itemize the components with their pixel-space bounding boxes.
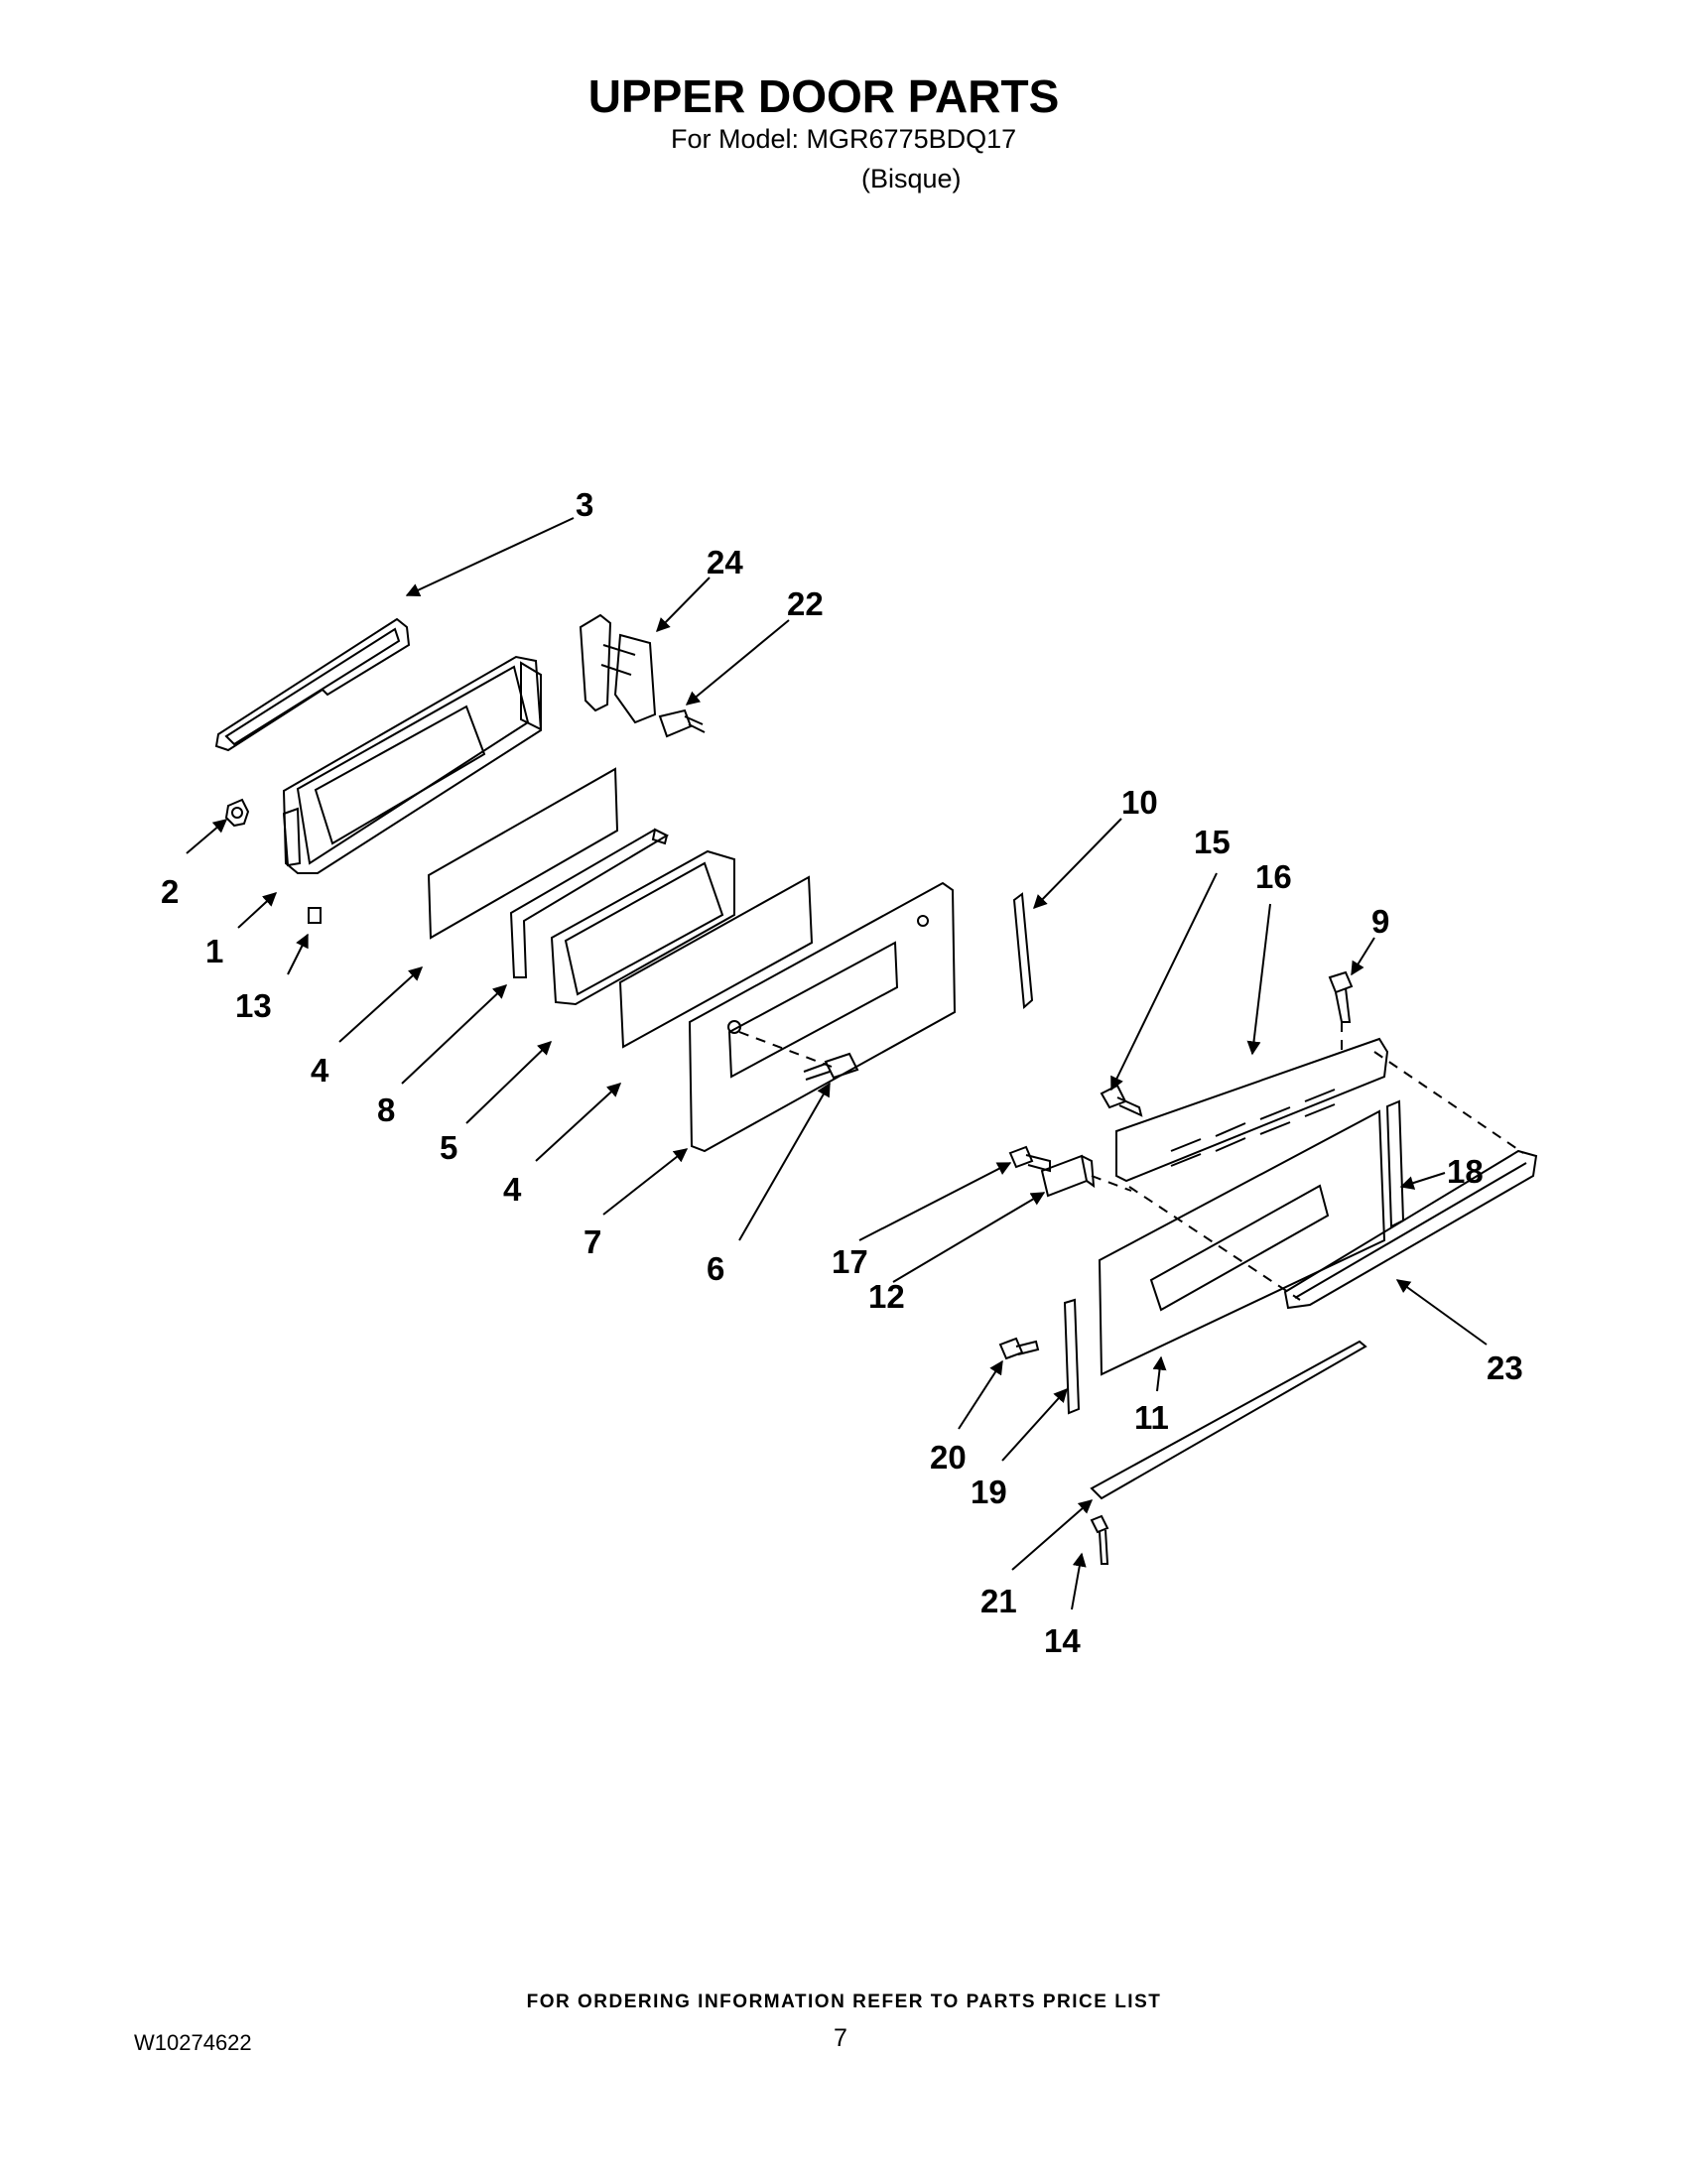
part-11-outer-door-panel: [1098, 1109, 1386, 1376]
part-19-side-strip: [1063, 1298, 1081, 1415]
callout-9: 9: [1371, 903, 1389, 940]
part-3-gasket: [214, 617, 411, 752]
callout-numbers: 3 24 22 2 1 13 4 8 5 4 7 6 10 15 16 9 18…: [161, 486, 1523, 1659]
part-1-inner-door-frame: [282, 655, 543, 874]
callout-17: 17: [832, 1243, 868, 1280]
part-15-screw: [1100, 1084, 1143, 1117]
part-22-screw: [658, 708, 706, 738]
part-6-screw: [803, 1052, 859, 1081]
part-23-handle: [1283, 1149, 1538, 1310]
callout-12: 12: [868, 1278, 905, 1315]
callout-18: 18: [1447, 1153, 1484, 1190]
callout-24: 24: [707, 544, 743, 580]
part-4-glass-upper: [427, 767, 619, 940]
part-20-screw: [998, 1337, 1040, 1360]
callout-22: 22: [787, 585, 824, 622]
ordering-note: FOR ORDERING INFORMATION REFER TO PARTS …: [526, 1991, 1162, 2012]
part-2-bumper: [224, 798, 250, 828]
leader-arrows: [186, 517, 1488, 1610]
callout-19: 19: [971, 1474, 1007, 1510]
callout-3: 3: [576, 486, 593, 523]
part-9-screw: [1328, 970, 1354, 1023]
callout-2: 2: [161, 873, 179, 910]
part-14-screw: [1090, 1514, 1109, 1565]
page-title: UPPER DOOR PARTS: [587, 70, 1060, 122]
part-16-vent-rail: [1115, 1037, 1389, 1183]
callout-1: 1: [205, 933, 223, 969]
part-24-hinge: [579, 613, 657, 724]
callout-16: 16: [1255, 858, 1292, 895]
part-21-bottom-trim: [1090, 1340, 1367, 1500]
callout-11: 11: [1134, 1399, 1169, 1436]
callout-20: 20: [930, 1439, 967, 1476]
callout-8: 8: [377, 1092, 395, 1128]
callout-6: 6: [707, 1250, 724, 1287]
callout-15: 15: [1194, 824, 1231, 860]
part-17-screw: [1008, 1145, 1051, 1173]
color-line: (Bisque): [861, 164, 962, 193]
callout-7: 7: [584, 1223, 601, 1260]
callout-23: 23: [1487, 1349, 1523, 1386]
part-10-side-trim: [1012, 892, 1034, 1010]
part-8-spacer: [509, 828, 670, 978]
part-12-bracket: [1040, 1154, 1096, 1198]
callout-4b: 4: [503, 1171, 522, 1208]
model-line: For Model: MGR6775BDQ17: [671, 124, 1017, 154]
part-18-side-strip: [1385, 1099, 1405, 1228]
part-7-door-panel: [688, 881, 957, 1153]
part-5-insulation-frame: [550, 849, 735, 1006]
callout-21: 21: [980, 1583, 1017, 1619]
callout-5: 5: [440, 1129, 457, 1166]
assembly-lines: [738, 1022, 1524, 1301]
callout-14: 14: [1044, 1622, 1081, 1659]
callout-13: 13: [235, 987, 272, 1024]
document-number: W10274622: [134, 2030, 252, 2055]
part-13-clip: [308, 907, 322, 924]
part-4-glass-lower: [618, 875, 814, 1049]
callout-10: 10: [1121, 784, 1158, 821]
page-number: 7: [834, 2024, 847, 2052]
callout-4a: 4: [311, 1052, 329, 1089]
